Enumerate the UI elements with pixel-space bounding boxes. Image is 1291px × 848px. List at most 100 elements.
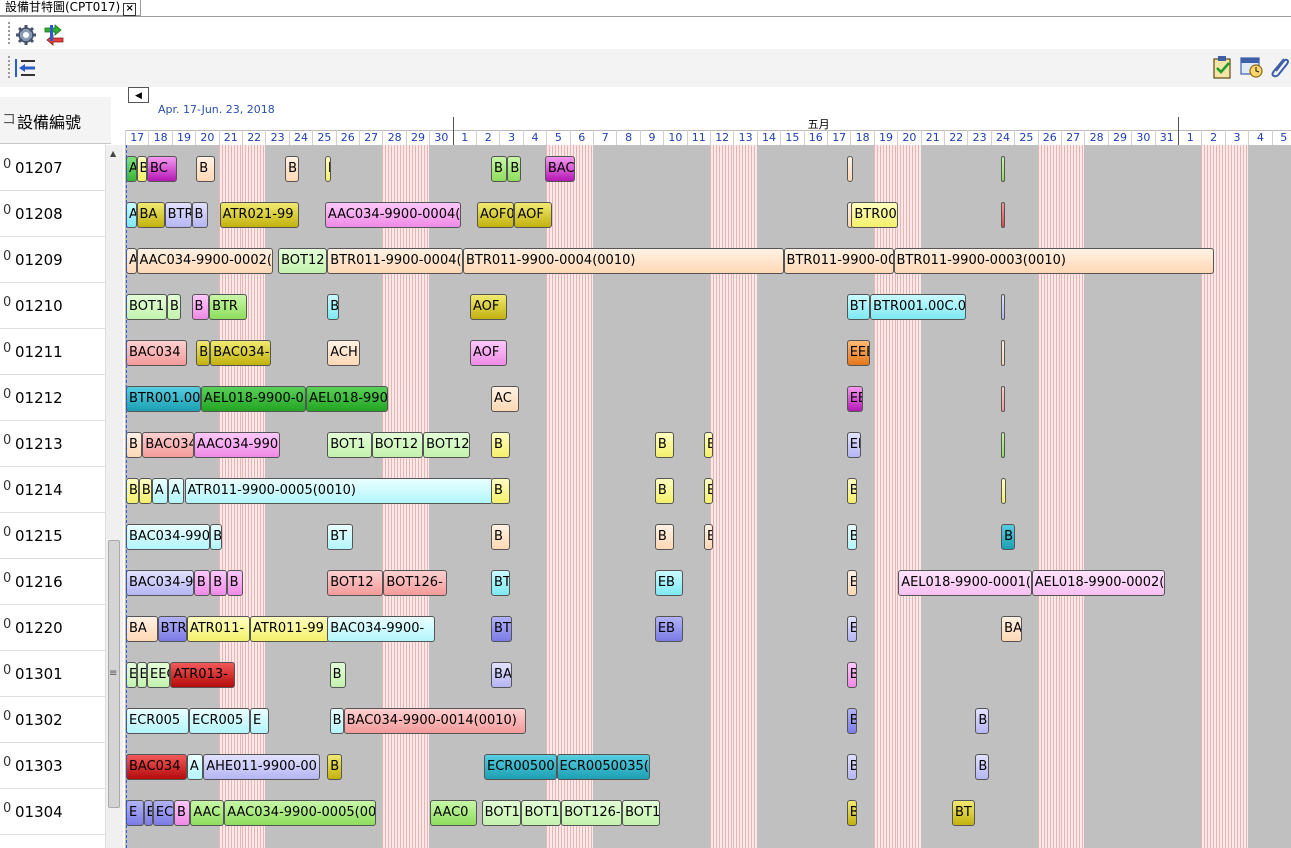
task-bar[interactable]: B: [846, 524, 858, 550]
task-bar[interactable]: [1001, 294, 1006, 320]
task-bar[interactable]: E: [324, 156, 331, 182]
task-bar[interactable]: EC: [152, 800, 174, 826]
task-bar[interactable]: AOF: [514, 202, 552, 228]
task-bar[interactable]: EB: [654, 570, 683, 596]
task-bar[interactable]: A: [168, 478, 185, 504]
task-bar[interactable]: BOT1: [126, 294, 167, 320]
task-bar[interactable]: B: [193, 570, 211, 596]
task-bar[interactable]: BAC034: [126, 754, 187, 780]
task-bar[interactable]: E: [126, 800, 144, 826]
task-bar[interactable]: BTR011-9900-0004(0010): [462, 248, 784, 274]
task-bar[interactable]: B: [491, 432, 510, 458]
task-bar[interactable]: ECR00500: [484, 754, 557, 780]
task-bar[interactable]: A: [126, 156, 137, 182]
task-bar[interactable]: AEL018-9900-0001(: [898, 570, 1032, 596]
task-bar[interactable]: ECR005: [126, 708, 190, 734]
task-bar[interactable]: BAC034-9: [126, 570, 194, 596]
task-bar[interactable]: B: [138, 478, 152, 504]
task-bar[interactable]: B: [703, 478, 714, 504]
task-bar[interactable]: BOT12: [327, 570, 384, 596]
task-bar[interactable]: B: [166, 294, 181, 320]
task-bar[interactable]: E: [846, 570, 858, 596]
column-header[interactable]: コ 設備編號: [0, 97, 111, 144]
task-bar[interactable]: EE: [846, 432, 861, 458]
task-bar[interactable]: BT: [327, 524, 353, 550]
vertical-scrollbar[interactable]: ▲ ≡: [105, 145, 123, 848]
task-bar[interactable]: BC: [147, 156, 178, 182]
task-bar[interactable]: ATR021-99: [219, 202, 300, 228]
task-bar[interactable]: E: [1001, 478, 1006, 504]
task-bar[interactable]: BTR: [209, 294, 247, 320]
paperclip-icon[interactable]: [1266, 54, 1291, 80]
task-bar[interactable]: B: [846, 662, 858, 688]
task-bar[interactable]: E: [250, 708, 269, 734]
task-bar[interactable]: BTR011-9900-0004(: [327, 248, 463, 274]
task-bar[interactable]: B: [846, 754, 858, 780]
task-bar[interactable]: BT: [846, 294, 871, 320]
task-bar[interactable]: B: [654, 478, 674, 504]
task-bar[interactable]: BA: [136, 202, 165, 228]
indent-icon[interactable]: [13, 56, 39, 80]
task-bar[interactable]: B: [191, 202, 208, 228]
task-bar[interactable]: AEL018-9900-0: [200, 386, 307, 412]
task-bar[interactable]: BAC034: [142, 432, 194, 458]
scroll-left-button[interactable]: ◀: [128, 87, 149, 103]
task-bar[interactable]: B: [1001, 524, 1016, 550]
task-bar[interactable]: B: [703, 432, 714, 458]
task-bar[interactable]: A: [186, 754, 204, 780]
refresh-arrows-icon[interactable]: [41, 22, 67, 46]
task-bar[interactable]: BOT1: [481, 800, 522, 826]
task-bar[interactable]: BAC034-990: [126, 524, 211, 550]
task-bar[interactable]: E: [143, 800, 153, 826]
task-bar[interactable]: AOF: [469, 294, 508, 320]
task-bar[interactable]: A: [151, 478, 169, 504]
scrollbar-thumb[interactable]: [108, 540, 120, 808]
task-bar[interactable]: BOT1: [521, 800, 562, 826]
task-bar[interactable]: [1001, 386, 1006, 412]
task-bar[interactable]: ATR011-9900-0005(0010): [184, 478, 494, 504]
task-bar[interactable]: [846, 156, 853, 182]
task-bar[interactable]: B: [196, 340, 211, 366]
task-bar[interactable]: [1001, 432, 1006, 458]
task-bar[interactable]: AHE011-9900-00: [203, 754, 321, 780]
task-bar[interactable]: BTR: [157, 616, 187, 642]
task-bar[interactable]: BA: [491, 662, 513, 688]
task-bar[interactable]: A: [126, 202, 137, 228]
task-bar[interactable]: B: [126, 478, 139, 504]
task-bar[interactable]: BA: [126, 616, 158, 642]
task-bar[interactable]: B: [226, 570, 243, 596]
task-bar[interactable]: AAC034-9900-0005(00: [224, 800, 377, 826]
task-bar[interactable]: B: [507, 156, 522, 182]
task-bar[interactable]: AEL018-990: [306, 386, 389, 412]
task-bar[interactable]: AAC0: [430, 800, 477, 826]
task-bar[interactable]: BTR011-9900-00: [783, 248, 894, 274]
task-bar[interactable]: AOF0: [477, 202, 515, 228]
task-bar[interactable]: ACH: [327, 340, 360, 366]
clipboard-check-icon[interactable]: [1210, 54, 1236, 80]
task-bar[interactable]: EEB: [846, 340, 871, 366]
task-bar[interactable]: AOF: [469, 340, 508, 366]
tab-gantt[interactable]: 設備甘特圖(CPT017)×: [0, 0, 142, 16]
task-bar[interactable]: BOT126-: [561, 800, 623, 826]
calendar-clock-icon[interactable]: [1239, 54, 1265, 80]
close-icon[interactable]: ×: [123, 3, 137, 16]
task-bar[interactable]: B: [327, 294, 339, 320]
task-bar[interactable]: BTR011-9900-0003(0010): [893, 248, 1215, 274]
task-bar[interactable]: B: [285, 156, 300, 182]
task-bar[interactable]: ATR011-99: [250, 616, 330, 642]
task-bar[interactable]: EB: [654, 616, 683, 642]
task-bar[interactable]: B: [846, 708, 858, 734]
task-bar[interactable]: BOT1: [327, 432, 372, 458]
task-bar[interactable]: [1001, 202, 1006, 228]
task-bar[interactable]: B: [654, 432, 674, 458]
